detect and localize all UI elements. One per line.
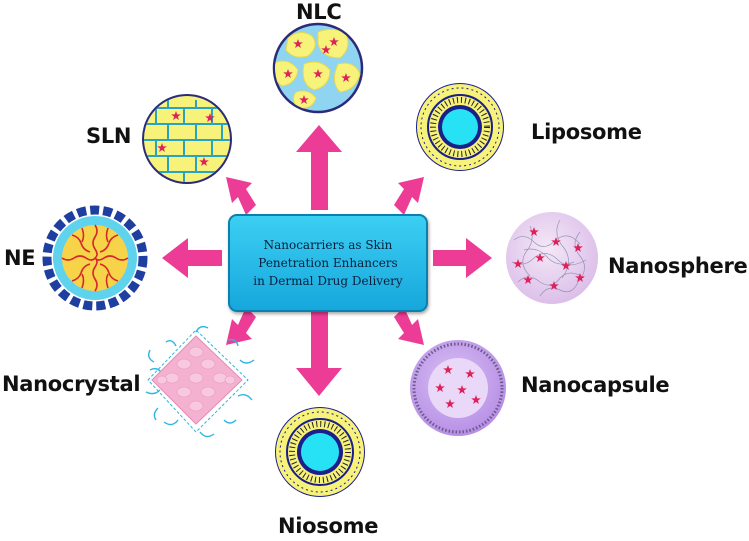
- liposome-particle: [416, 83, 504, 171]
- nanocapsule-particle: [410, 340, 506, 436]
- niosome-particle: [275, 407, 365, 497]
- arrow-diag-liposome: [394, 177, 424, 215]
- arrow-right-nanosphere: [433, 238, 492, 278]
- arrow-diag-nanocrystal: [226, 307, 256, 345]
- arrow-diag-nanocapsule: [394, 307, 424, 345]
- label-niosome: Niosome: [278, 514, 379, 538]
- nlc-particle: [272, 22, 364, 114]
- label-nanocapsule: Nanocapsule: [521, 373, 670, 397]
- center-title-line-1: Nanocarriers as Skin: [263, 238, 393, 252]
- label-nanocrystal: Nanocrystal: [2, 372, 141, 396]
- label-liposome: Liposome: [531, 120, 642, 144]
- label-sln: SLN: [86, 124, 132, 148]
- label-nanosphere: Nanosphere: [608, 254, 748, 278]
- ne-particle: [42, 205, 148, 311]
- nanosphere-particle: [506, 212, 598, 304]
- label-ne: NE: [4, 246, 36, 270]
- sln-particle: [142, 94, 232, 184]
- arrows: [162, 125, 492, 396]
- arrow-down-niosome: [296, 312, 342, 396]
- label-nlc: NLC: [296, 0, 342, 24]
- nanocrystal-particle: [145, 325, 255, 438]
- arrow-left-ne: [162, 238, 222, 278]
- arrow-diag-sln: [226, 177, 256, 215]
- center-title-line-2: Penetration Enhancers: [258, 256, 398, 270]
- arrow-up-nlc: [296, 125, 342, 210]
- center-title-line-3: in Dermal Drug Delivery: [253, 274, 403, 288]
- center-title-box: Nanocarriers as Skin Penetration Enhance…: [228, 214, 428, 312]
